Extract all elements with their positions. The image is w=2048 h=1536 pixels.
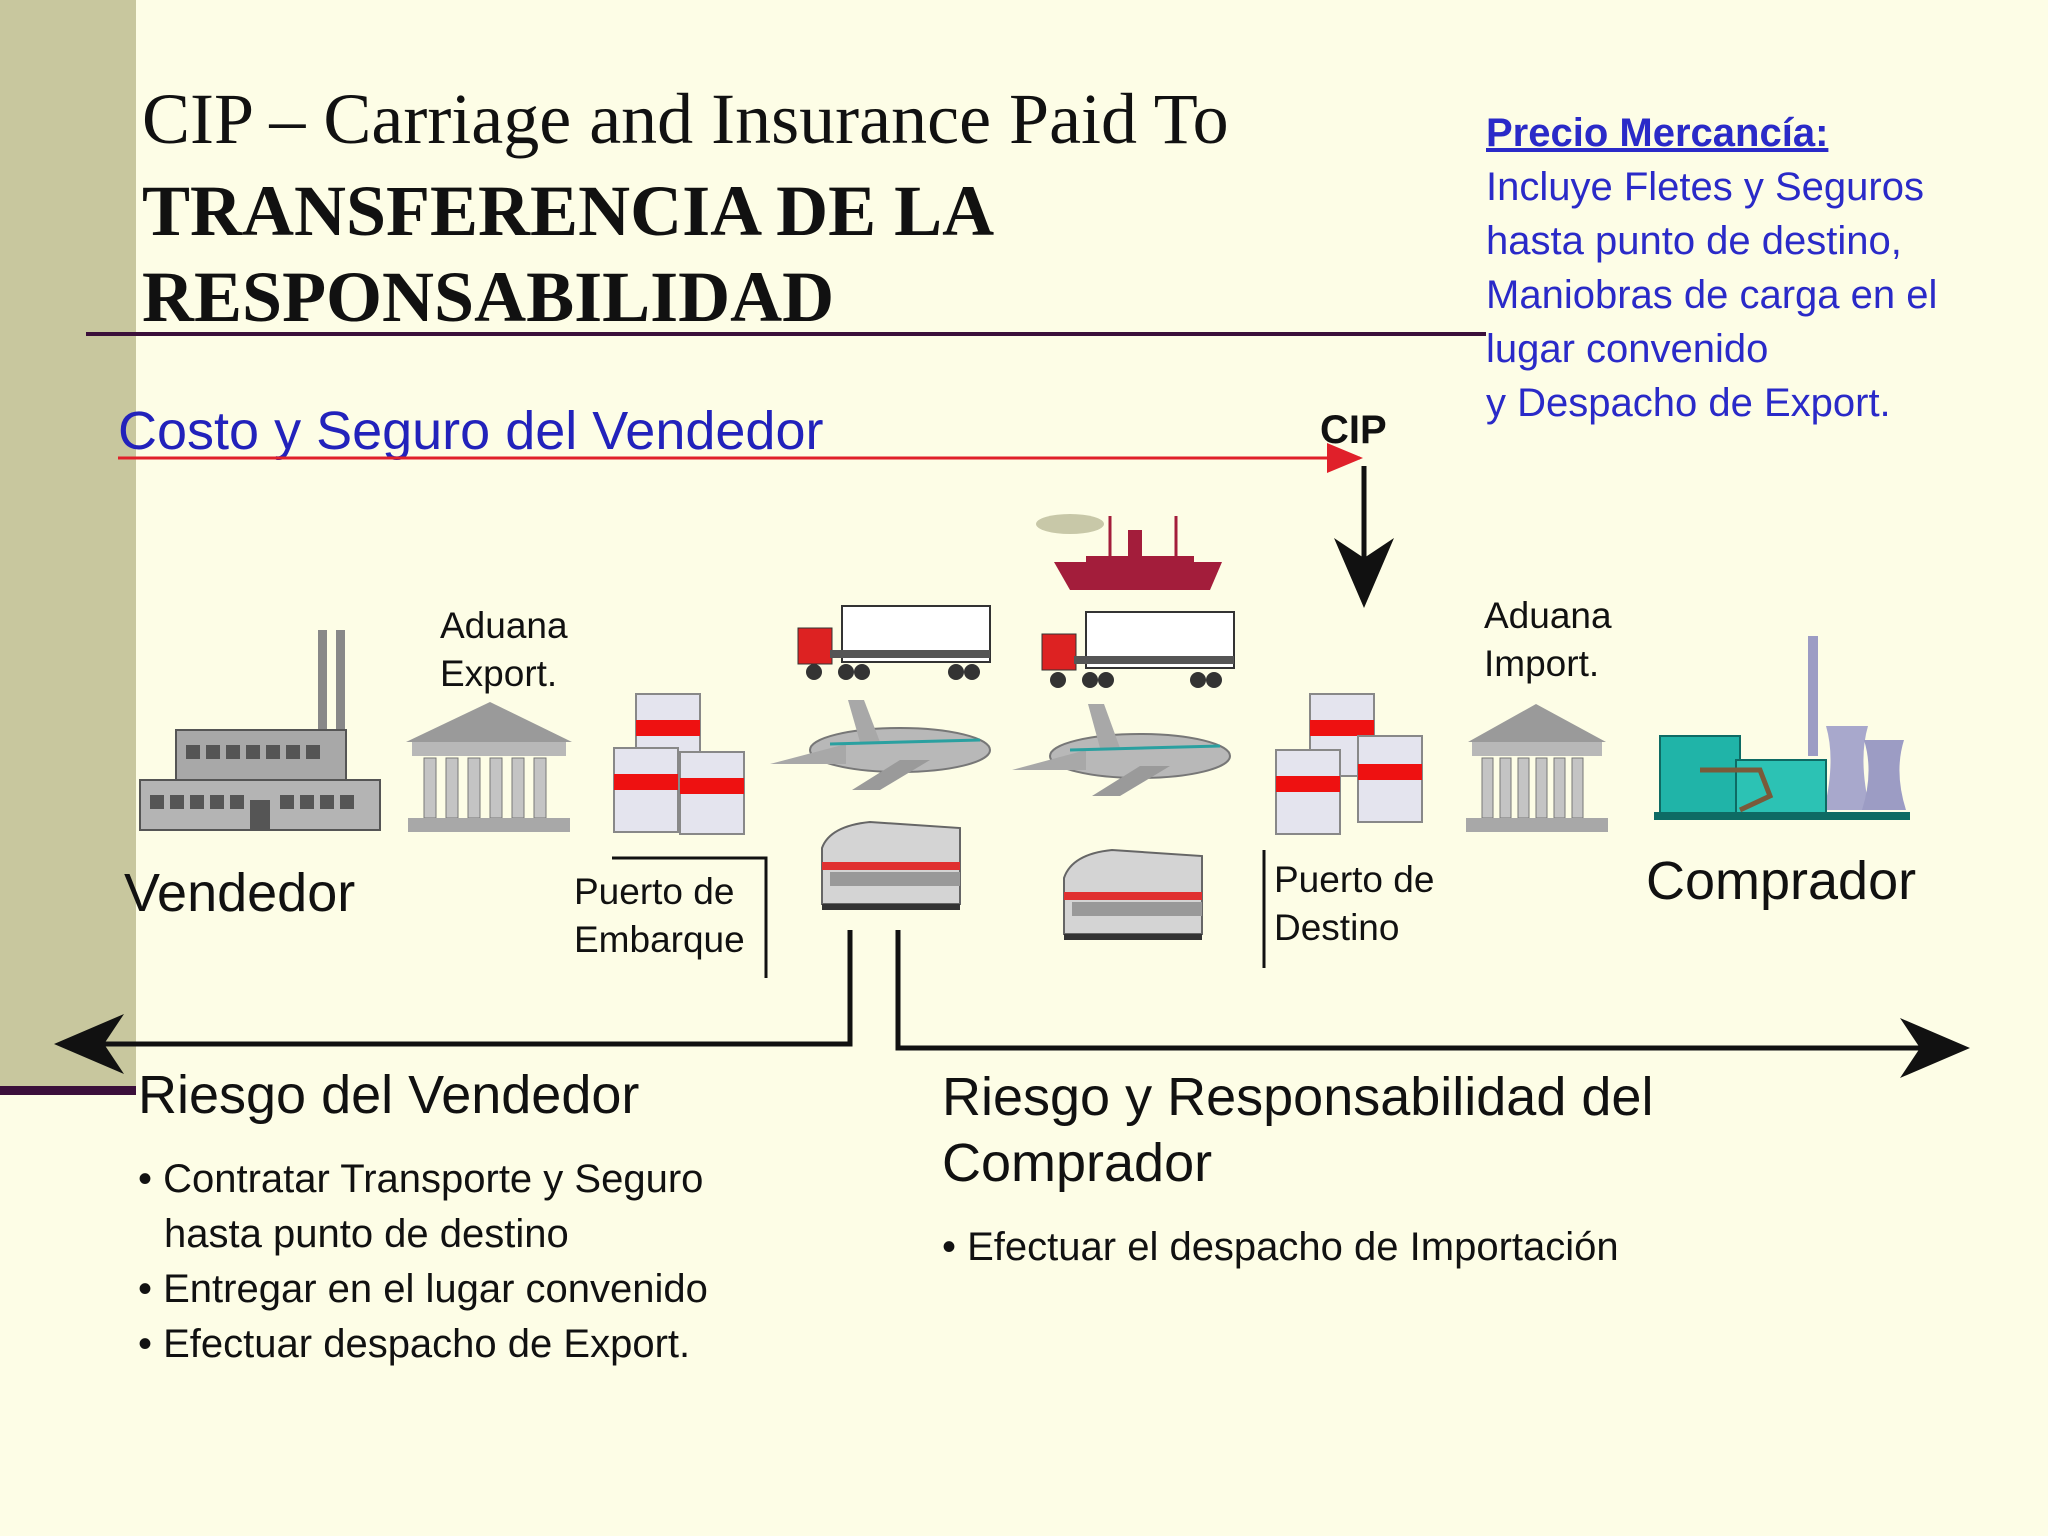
seller-risk-item: • Efectuar despacho de Export. (138, 1322, 691, 1366)
title-underline (86, 332, 1946, 336)
subtitle-line-2: RESPONSABILIDAD (142, 257, 835, 337)
vendedor-label: Vendedor (124, 863, 356, 923)
aduana-export-label: Aduana Export. (440, 602, 568, 698)
price-note-line: Incluye Fletes y Seguros (1486, 165, 1924, 209)
buyer-risk-heading: Riesgo y Responsabilidad del Comprador (942, 1064, 1653, 1196)
puerto-destino-line-2: Destino (1274, 907, 1400, 948)
aduana-import-line-2: Import. (1484, 643, 1600, 684)
customs-building-icon (406, 702, 572, 832)
sidebar-decoration (0, 0, 136, 1088)
buyer-risk-item: • Efectuar el despacho de Importación (942, 1225, 1619, 1269)
seller-cost-label: Costo y Seguro del Vendedor (118, 401, 824, 461)
comprador-label: Comprador (1646, 851, 1917, 911)
slide-title: CIP – Carriage and Insurance Paid To (142, 79, 1229, 159)
train-icon (1063, 848, 1203, 940)
seller-risk-item: • Contratar Transporte y Seguro (138, 1157, 704, 1201)
train-icon (821, 820, 961, 910)
buyer-risk-heading-line-2: Comprador (942, 1133, 1213, 1193)
aduana-export-line-1: Aduana (440, 605, 568, 646)
containers-icon (613, 693, 745, 835)
slide-subtitle: TRANSFERENCIA DE LA RESPONSABILIDAD (142, 168, 994, 340)
containers-icon (1275, 693, 1423, 835)
price-note-line: Maniobras de carga en el (1486, 273, 1938, 317)
subtitle-line-1: TRANSFERENCIA DE LA (142, 171, 995, 251)
left-accent-bar (0, 1086, 136, 1095)
truck-icon (797, 605, 991, 680)
price-note-line: y Despacho de Export. (1486, 381, 1891, 425)
aduana-export-line-2: Export. (440, 653, 558, 694)
puerto-embarque-line-2: Embarque (574, 919, 745, 960)
customs-building-icon (1466, 704, 1608, 832)
puerto-destino-line-1: Puerto de (1274, 859, 1435, 900)
truck-icon (1041, 611, 1235, 688)
price-note-line: hasta punto de destino, (1486, 219, 1902, 263)
price-note-line: lugar convenido (1486, 327, 1769, 371)
power-plant-icon (1654, 636, 1910, 820)
buyer-risk-heading-line-1: Riesgo y Responsabilidad del (942, 1067, 1654, 1127)
airplane-icon (770, 700, 991, 790)
seller-risk-arrow (54, 930, 853, 1074)
price-note-heading: Precio Mercancía: (1486, 111, 1829, 155)
puerto-embarque-label: Puerto de Embarque (574, 868, 745, 964)
buyer-risk-arrow (895, 930, 1970, 1078)
seller-risk-item: • Entregar en el lugar convenido (138, 1267, 708, 1311)
puerto-embarque-bracket (612, 856, 768, 978)
puerto-embarque-line-1: Puerto de (574, 871, 735, 912)
seller-risk-list: • Contratar Transporte y Seguro hasta pu… (138, 1152, 708, 1372)
price-note: Precio Mercancía: Incluye Fletes y Segur… (1486, 106, 2006, 456)
airplane-icon (1012, 704, 1231, 796)
seller-risk-item: hasta punto de destino (164, 1212, 569, 1256)
puerto-destino-label: Puerto de Destino (1274, 856, 1434, 952)
buyer-risk-list: • Efectuar el despacho de Importación (942, 1220, 1619, 1275)
seller-risk-heading: Riesgo del Vendedor (138, 1065, 640, 1125)
aduana-import-label: Aduana Import. (1484, 592, 1612, 688)
aduana-import-line-1: Aduana (1484, 595, 1612, 636)
ship-icon (1036, 514, 1222, 590)
factory-icon (139, 630, 381, 831)
